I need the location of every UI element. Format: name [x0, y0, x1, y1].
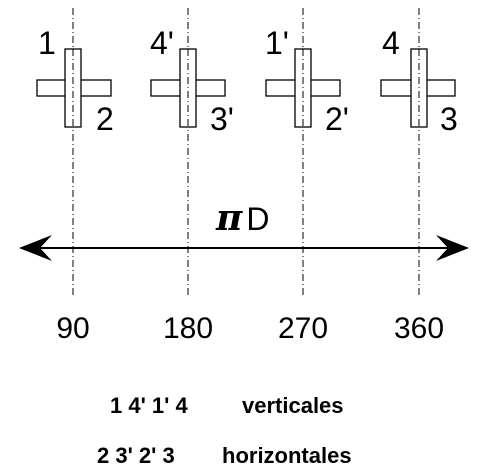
station-1-bottom-label: 2 [96, 101, 114, 137]
legend-horizontal-description: horizontales [222, 443, 352, 468]
station-4-bottom-label: 3 [440, 101, 458, 137]
pi-symbol: π [215, 197, 243, 239]
legend-horizontal-numbers: 2 3' 2' 3 [97, 443, 175, 468]
station-1-top-label: 1 [38, 25, 56, 61]
circumference-label: π D [215, 197, 269, 239]
right-arrowhead-icon [436, 235, 469, 261]
circumference-double-arrow [19, 235, 469, 261]
cross-section-1 [36, 48, 112, 128]
cross-section-4 [380, 48, 456, 128]
angle-label-4: 360 [394, 312, 444, 345]
station-4-top-label: 4 [382, 25, 400, 61]
station-3-bottom-label: 2' [325, 101, 349, 137]
legend-vertical-description: verticales [242, 393, 344, 418]
left-arrowhead-icon [19, 235, 52, 261]
cross-section-2 [150, 48, 226, 128]
angle-label-1: 90 [56, 312, 89, 345]
legend: 1 4' 1' 4 verticales 2 3' 2' 3 horizonta… [97, 393, 352, 468]
angle-label-2: 180 [163, 312, 213, 345]
station-2-top-label: 4' [150, 25, 174, 61]
legend-vertical-numbers: 1 4' 1' 4 [110, 393, 189, 418]
diameter-letter: D [246, 201, 269, 237]
station-2-bottom-label: 3' [210, 101, 234, 137]
station-3-top-label: 1' [265, 25, 289, 61]
angle-label-3: 270 [278, 312, 328, 345]
cross-section-3 [265, 48, 341, 128]
